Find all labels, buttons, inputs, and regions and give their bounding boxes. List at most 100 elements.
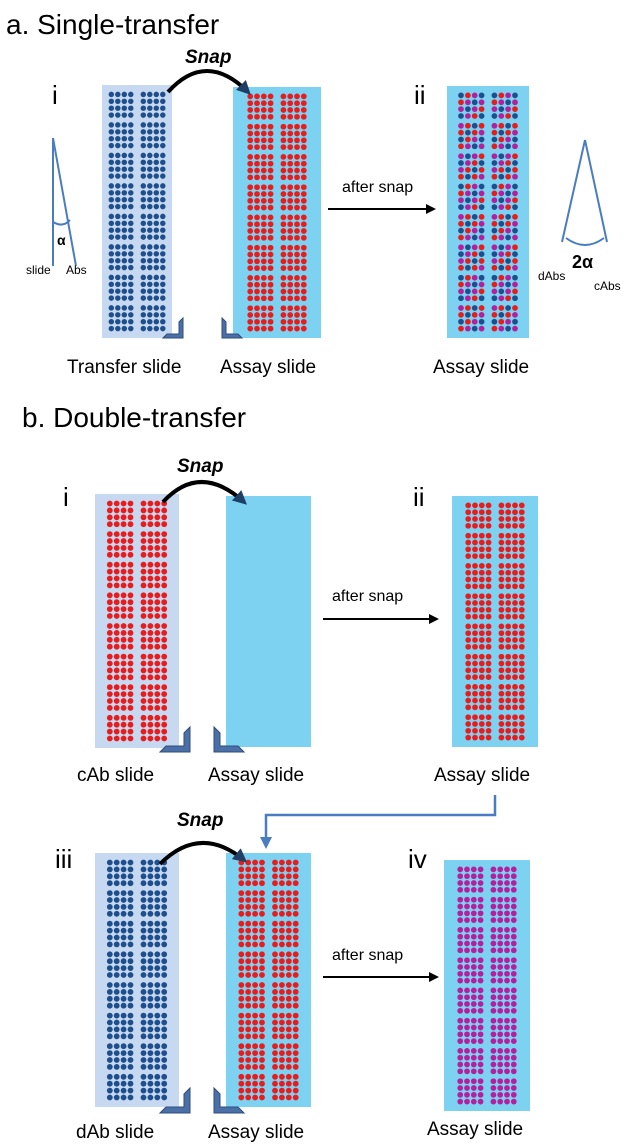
spot-dot bbox=[113, 531, 120, 537]
spot-dot bbox=[238, 951, 245, 958]
spot-dot bbox=[127, 934, 134, 941]
spot-dot bbox=[121, 105, 128, 111]
spot-dot bbox=[497, 1091, 504, 1098]
spot-dot bbox=[245, 873, 252, 880]
spot-dot bbox=[285, 1057, 292, 1063]
spot-dot bbox=[280, 197, 287, 204]
spot-dot bbox=[120, 1080, 127, 1087]
spot-dot bbox=[154, 691, 161, 697]
spot-dot bbox=[292, 1026, 299, 1033]
spot-dot bbox=[504, 910, 510, 917]
spot-dot bbox=[292, 910, 299, 917]
spot-dot bbox=[121, 142, 128, 149]
spot-dot bbox=[127, 873, 134, 880]
spot-dot bbox=[260, 137, 267, 144]
spot-dot bbox=[127, 592, 134, 599]
spot-dot bbox=[254, 191, 260, 197]
spot-dot bbox=[147, 251, 153, 257]
spot-dot bbox=[285, 920, 292, 927]
spot-dot bbox=[128, 220, 134, 227]
spot-dot bbox=[477, 1078, 484, 1085]
spot-dot bbox=[140, 705, 147, 711]
spot-dot bbox=[478, 92, 485, 99]
spot-dot bbox=[272, 1033, 278, 1040]
spot-dot bbox=[504, 1031, 510, 1038]
spot-dot bbox=[106, 568, 113, 575]
spot-dot bbox=[498, 522, 505, 529]
spot-dot bbox=[465, 643, 472, 650]
spot-dot bbox=[477, 927, 484, 933]
spot-dot bbox=[120, 1073, 127, 1080]
spot-dot bbox=[128, 325, 134, 332]
spot-dot bbox=[505, 727, 512, 734]
spot-dot bbox=[510, 1085, 517, 1091]
spot-dot bbox=[497, 987, 504, 994]
spot-dot bbox=[510, 873, 517, 880]
spot-dot bbox=[491, 204, 498, 210]
spot-dot bbox=[161, 1019, 168, 1026]
spot-dot bbox=[147, 866, 154, 873]
spot-dot bbox=[472, 714, 478, 721]
spot-dot bbox=[147, 166, 153, 172]
spot-dot bbox=[247, 312, 254, 318]
spot-dot bbox=[115, 135, 121, 142]
spot-dot bbox=[128, 91, 134, 98]
spot-dot bbox=[464, 927, 470, 933]
spot-dot bbox=[472, 583, 478, 590]
spot-dot bbox=[512, 690, 518, 697]
spot-dot bbox=[127, 507, 134, 514]
spot-dot bbox=[106, 643, 113, 650]
spot-dot bbox=[153, 142, 160, 149]
spot-dot bbox=[247, 318, 254, 325]
spot-dot bbox=[245, 920, 252, 927]
spot-dot bbox=[491, 325, 498, 332]
spot-dot bbox=[161, 1026, 168, 1033]
spot-dot bbox=[260, 107, 267, 113]
spot-dot bbox=[140, 1073, 147, 1080]
spot-dot bbox=[120, 1019, 127, 1026]
spot-dot bbox=[505, 173, 511, 180]
spot-dot bbox=[245, 934, 252, 941]
spot-dot bbox=[272, 1080, 278, 1087]
spot-dot bbox=[245, 1019, 252, 1026]
spot-dot bbox=[292, 1043, 299, 1050]
spot-dot bbox=[458, 312, 464, 318]
spot-dot bbox=[505, 734, 512, 741]
spot-dot bbox=[285, 1080, 292, 1087]
spot-dot bbox=[505, 234, 511, 241]
spot-dot bbox=[160, 318, 166, 325]
spot-dot bbox=[471, 251, 478, 257]
spot-dot bbox=[294, 214, 300, 221]
spot-dot bbox=[464, 896, 470, 903]
spot-dot bbox=[280, 107, 287, 113]
spot-dot bbox=[477, 977, 484, 984]
spot-dot bbox=[457, 1017, 464, 1024]
spot-dot bbox=[458, 143, 464, 150]
spot-dot bbox=[285, 873, 292, 880]
spot-dot bbox=[245, 972, 252, 978]
spot-dot bbox=[115, 227, 121, 233]
spot-dot bbox=[477, 1031, 484, 1038]
spot-dot bbox=[161, 623, 168, 629]
spot-dot bbox=[470, 970, 477, 977]
clamp-icon bbox=[213, 1086, 246, 1114]
spot-dot bbox=[498, 667, 505, 674]
spot-dot bbox=[140, 122, 147, 128]
spot-dot bbox=[161, 507, 168, 514]
spot-dot bbox=[485, 660, 492, 667]
spot-dot bbox=[458, 234, 464, 241]
clamp-icon bbox=[161, 316, 184, 339]
spot-dot bbox=[106, 606, 113, 612]
spot-dot bbox=[464, 1007, 470, 1014]
spot-dot bbox=[140, 568, 147, 575]
spot-dot bbox=[518, 697, 525, 704]
spot-dot bbox=[259, 1080, 265, 1087]
spot-dot bbox=[505, 522, 512, 529]
spot-dot bbox=[254, 107, 260, 113]
spot-dot bbox=[127, 623, 134, 629]
spot-dot bbox=[259, 1050, 265, 1056]
spot-dot bbox=[294, 265, 300, 271]
spot-dot bbox=[120, 897, 127, 903]
spot-dot bbox=[115, 203, 121, 210]
spot-dot bbox=[140, 599, 147, 606]
